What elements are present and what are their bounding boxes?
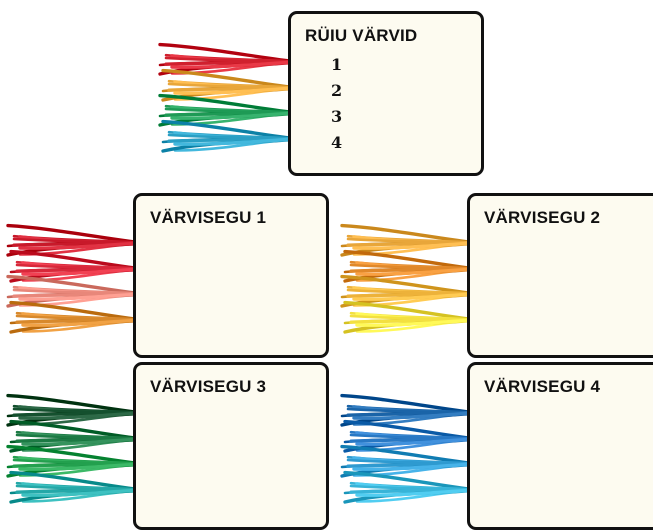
yarn-strand-mix-2-4 bbox=[355, 318, 479, 327]
yarn-strand-main-4 bbox=[173, 137, 300, 146]
yarn-strand-main-3 bbox=[170, 111, 300, 120]
yarn-strand-mix-4-4 bbox=[355, 488, 479, 497]
yarn-strand-mix-3-4 bbox=[21, 488, 145, 497]
card-ruiu-varvid: RÜIU VÄRVID 1 2 3 4 bbox=[288, 11, 484, 176]
yarn-strand-mix-2-1 bbox=[352, 241, 479, 250]
yarn-strand-mix-4-1 bbox=[352, 411, 479, 420]
yarn-strand-mix-1-3 bbox=[18, 292, 145, 301]
yarn-strand-main-1 bbox=[170, 60, 300, 69]
card-title-ruiu-varvid: RÜIU VÄRVID bbox=[305, 26, 418, 45]
yarn-strand-mix-3-3 bbox=[18, 462, 145, 471]
color-number-2: 2 bbox=[331, 81, 343, 100]
yarn-strand-mix-1-1 bbox=[18, 241, 145, 250]
card-title-varvisegu-2: VÄRVISEGU 2 bbox=[484, 208, 601, 227]
yarn-strand-mix-3-2 bbox=[21, 437, 145, 446]
card-varvisegu-2: VÄRVISEGU 2 bbox=[467, 193, 653, 358]
card-title-varvisegu-1: VÄRVISEGU 1 bbox=[150, 208, 267, 227]
yarn-strand-mix-4-2 bbox=[355, 437, 479, 446]
card-varvisegu-3: VÄRVISEGU 3 bbox=[133, 362, 329, 530]
color-number-1: 1 bbox=[331, 55, 343, 74]
color-number-4: 4 bbox=[331, 133, 343, 152]
card-title-varvisegu-4: VÄRVISEGU 4 bbox=[484, 377, 601, 396]
yarn-strand-mix-2-3 bbox=[352, 292, 479, 301]
color-number-3: 3 bbox=[331, 107, 343, 126]
yarn-strand-mix-1-4 bbox=[21, 318, 145, 327]
yarn-strand-mix-1-2 bbox=[21, 267, 145, 276]
yarn-strand-main-2 bbox=[173, 86, 300, 95]
yarn-strand-mix-3-1 bbox=[18, 411, 145, 420]
card-varvisegu-4: VÄRVISEGU 4 bbox=[467, 362, 653, 530]
card-title-varvisegu-3: VÄRVISEGU 3 bbox=[150, 377, 267, 396]
yarn-strand-mix-4-3 bbox=[352, 462, 479, 471]
yarn-strand-mix-2-2 bbox=[355, 267, 479, 276]
card-varvisegu-1: VÄRVISEGU 1 bbox=[133, 193, 329, 358]
